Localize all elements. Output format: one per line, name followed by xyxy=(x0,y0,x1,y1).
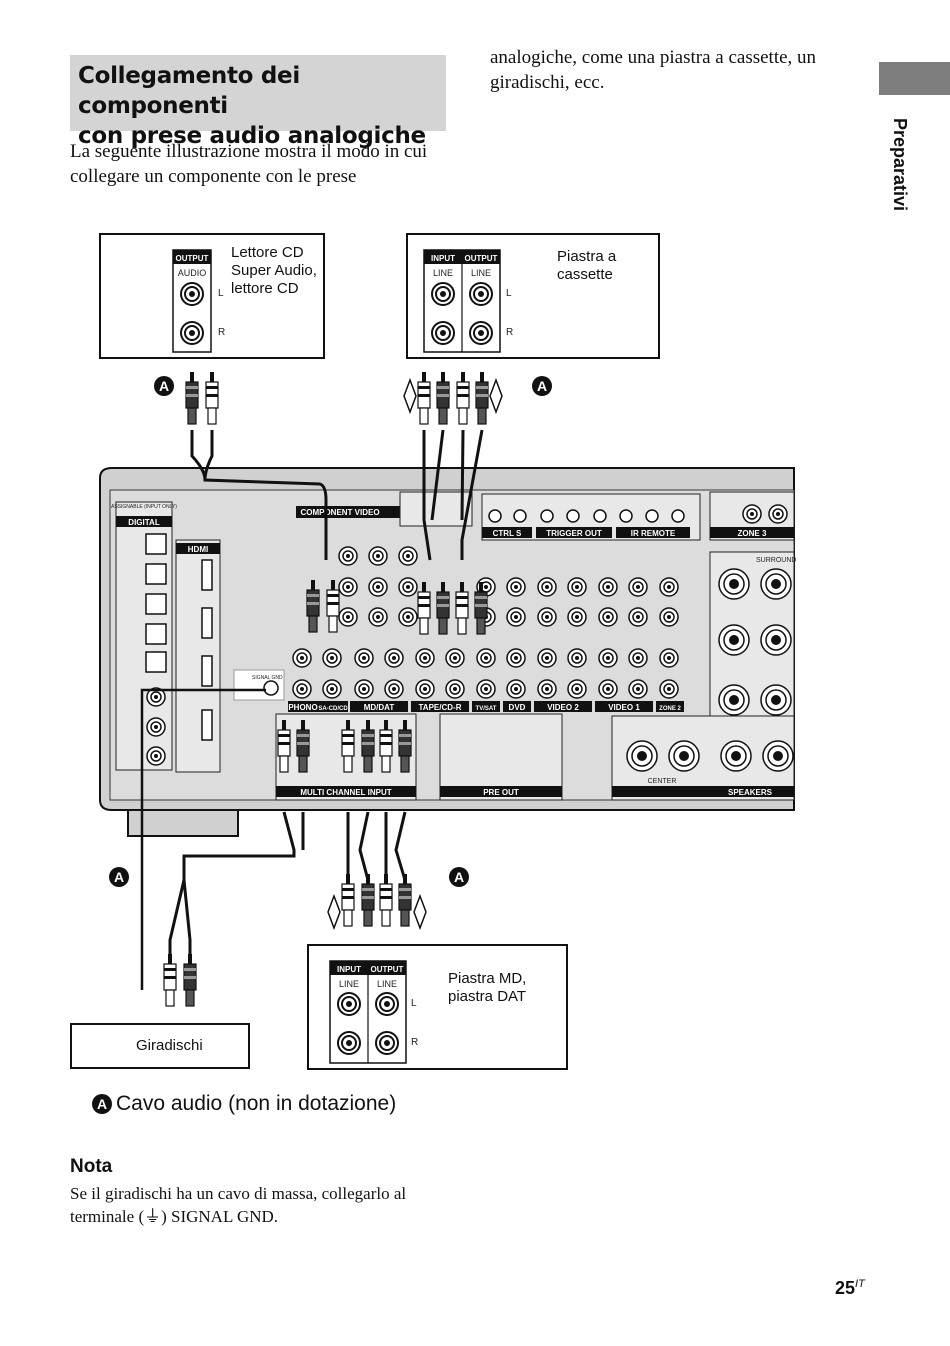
md-deck-label: Piastra MD,piastra DAT xyxy=(448,970,527,1005)
svg-text:CTRL S: CTRL S xyxy=(493,529,522,538)
svg-text:LINE: LINE xyxy=(377,979,397,989)
section-title: Collegamento dei componenti con prese au… xyxy=(78,61,446,151)
md-deck-box: INPUT OUTPUT LINE LINE L R xyxy=(307,944,568,1070)
section-title-box: Collegamento dei componenti con prese au… xyxy=(70,55,446,149)
svg-text:INPUT: INPUT xyxy=(431,254,455,263)
svg-text:TV/SAT: TV/SAT xyxy=(476,706,497,712)
intro-text-right: analogiche, come una piastra a cassette,… xyxy=(490,47,817,93)
audio-cables xyxy=(140,429,484,990)
svg-text:R: R xyxy=(506,327,513,338)
svg-text:MD/DAT: MD/DAT xyxy=(364,703,395,712)
svg-text:L: L xyxy=(218,288,224,299)
svg-text:DIGITAL: DIGITAL xyxy=(128,518,160,527)
note-title: Nota xyxy=(70,1156,113,1177)
cd-jack-sub: AUDIO xyxy=(178,268,207,278)
svg-text:ZONE 3: ZONE 3 xyxy=(738,529,767,538)
svg-text:PHONO: PHONO xyxy=(288,703,317,712)
legend-text: Cavo audio (non in dotazione) xyxy=(116,1092,397,1115)
title-line-2: con prese audio analogiche xyxy=(78,123,426,149)
legend: A Cavo audio (non in dotazione) xyxy=(92,1092,396,1116)
svg-text:VIDEO 1: VIDEO 1 xyxy=(608,703,640,712)
svg-text:VIDEO 2: VIDEO 2 xyxy=(547,703,579,712)
svg-text:OUTPUT: OUTPUT xyxy=(371,965,404,974)
cd-jack-header: OUTPUT xyxy=(176,254,209,263)
turntable-label: Giradischi xyxy=(136,1037,203,1054)
title-line-1: Collegamento dei componenti xyxy=(78,63,300,119)
signal-arrows xyxy=(327,377,503,931)
svg-text:LINE: LINE xyxy=(339,979,359,989)
svg-text:LINE: LINE xyxy=(433,268,453,278)
intro-text-left: La seguente illustrazione mostra il modo… xyxy=(70,141,428,187)
svg-text:PRE OUT: PRE OUT xyxy=(483,788,519,797)
svg-text:ZONE 2: ZONE 2 xyxy=(659,706,681,712)
svg-text:R: R xyxy=(411,1037,418,1048)
svg-text:SA-CD/CD: SA-CD/CD xyxy=(318,706,348,712)
side-tab-marker xyxy=(879,62,950,95)
svg-text:L: L xyxy=(506,288,512,299)
svg-text:TAPE/CD-R: TAPE/CD-R xyxy=(419,703,462,712)
receiver-back-panel: DIGITAL ASSIGNABLE (INPUT ONLY) HDMI SIG… xyxy=(99,467,796,837)
svg-text:SPEAKERS: SPEAKERS xyxy=(728,788,773,797)
turntable-box xyxy=(70,1023,250,1069)
svg-text:OUTPUT: OUTPUT xyxy=(465,254,498,263)
cable-badge-turntable: A xyxy=(109,867,129,887)
svg-text:MULTI CHANNEL INPUT: MULTI CHANNEL INPUT xyxy=(300,788,391,797)
cable-badge-tape: A xyxy=(532,376,552,396)
legend-badge: A xyxy=(92,1094,112,1114)
tape-deck-box: INPUT OUTPUT LINE LINE L R xyxy=(406,233,660,359)
svg-text:LINE: LINE xyxy=(471,268,491,278)
svg-text:SURROUND: SURROUND xyxy=(756,557,796,564)
svg-text:ASSIGNABLE (INPUT ONLY): ASSIGNABLE (INPUT ONLY) xyxy=(111,504,177,510)
svg-text:SIGNAL GND: SIGNAL GND xyxy=(252,675,283,681)
svg-text:R: R xyxy=(218,327,225,338)
svg-text:CENTER: CENTER xyxy=(648,778,677,785)
cd-player-box: OUTPUT AUDIO L R xyxy=(99,233,325,359)
svg-text:DVD: DVD xyxy=(509,703,526,712)
svg-text:HDMI: HDMI xyxy=(188,545,208,554)
svg-text:IR REMOTE: IR REMOTE xyxy=(631,529,676,538)
svg-text:COMPONENT VIDEO: COMPONENT VIDEO xyxy=(300,508,379,517)
svg-text:L: L xyxy=(411,998,417,1009)
svg-text:INPUT: INPUT xyxy=(337,965,361,974)
page-number: 25IT xyxy=(835,1278,865,1298)
svg-text:TRIGGER OUT: TRIGGER OUT xyxy=(546,529,602,538)
cable-badge-cd: A xyxy=(154,376,174,396)
note-text: Se il giradischi ha un cavo di massa, co… xyxy=(70,1184,407,1226)
cable-badge-md: A xyxy=(449,867,469,887)
